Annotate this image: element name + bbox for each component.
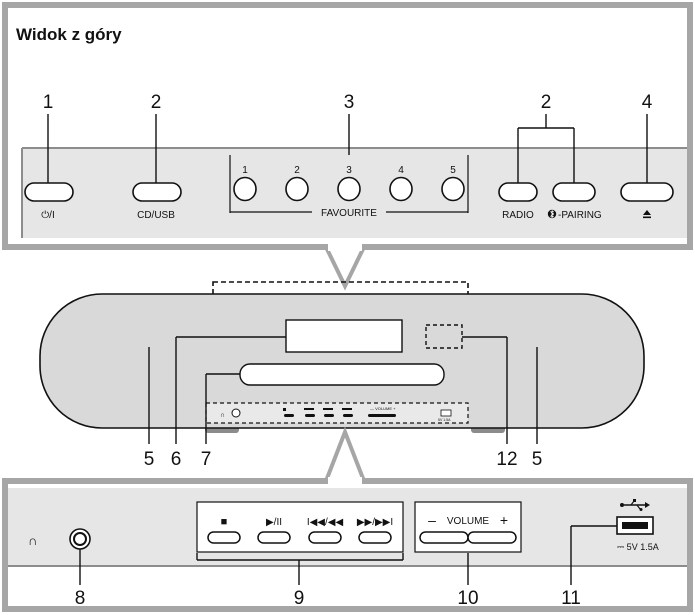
mini-buttons [283,408,396,417]
mini-prev-icon [323,408,333,410]
mini-volume-label: — VOLUME + [370,406,396,411]
volume-plus-sign: + [500,512,508,528]
disc-slot [239,363,445,386]
favourite-bracket [229,155,469,213]
display-window [285,319,403,353]
callout-10: 10 [457,588,478,609]
previous-icon: I◀◀/◀◀ [307,517,344,528]
favourite-button-1[interactable] [233,176,257,202]
callout-1: 1 [43,92,54,113]
mini-headphone-jack [231,408,241,418]
callout-6: 6 [171,449,182,470]
callout-2-cd: 2 [151,92,162,113]
next-icon: ▶▶/▶▶I [357,517,393,528]
mini-next-button [343,414,353,417]
stop-button[interactable] [207,531,241,544]
zoom-pointer-top-join [328,241,362,251]
callout-5-right: 5 [532,449,543,470]
callout-5-left: 5 [144,449,155,470]
mini-headphone-icon: ∩ [220,412,225,419]
next-button[interactable] [358,531,392,544]
callout-8: 8 [75,588,86,609]
fav-number-4: 4 [398,165,404,176]
mini-play-button [305,414,315,417]
power-label: ⏻/I [41,210,54,221]
mini-prev-button [324,414,334,417]
top-view-panel: Widok z góry 1 2 3 2 4 ⏻/I CD/USB 1 2 [2,2,693,291]
cd-usb-label: CD/USB [137,210,175,221]
zoom-pointer-bottom [323,426,367,483]
cd-usb-button[interactable] [132,182,182,202]
headphone-icon: ∩ [28,533,37,548]
top-leader-lines [47,114,648,183]
callout-3: 3 [344,92,355,113]
favourite-button-3[interactable] [337,176,361,202]
fav-number-3: 3 [346,165,352,176]
fav-number-1: 1 [242,165,248,176]
favourite-button-4[interactable] [389,176,413,202]
favourite-label: FAVOURITE [321,208,377,219]
headphone-jack-inner [73,532,87,546]
mini-usb-rating: 5V 1.5A [438,418,451,422]
fav-number-5: 5 [450,165,456,176]
fav-number-2: 2 [294,165,300,176]
stop-icon: ■ [221,516,228,528]
usb-port-tongue [622,522,648,529]
front-controls-panel: ∩ ■ ▶/II I◀◀/◀◀ ▶▶/▶▶I – VOLUME + [2,426,693,612]
pairing-button[interactable] [552,182,596,202]
usb-rating-label: ⎓ 5V 1.5A [617,542,659,552]
remote-sensor [425,324,463,349]
play-pause-icon: ▶/II [266,517,282,528]
callout-11: 11 [561,588,581,609]
callout-12: 12 [496,449,517,470]
favourite-button-2[interactable] [285,176,309,202]
zoom-pointer-top [322,245,368,291]
mini-stop-icon [283,408,286,411]
previous-button[interactable] [308,531,342,544]
unit-body [39,293,645,429]
mini-volume-button [368,414,396,417]
callout-4: 4 [642,92,653,113]
play-pause-button[interactable] [257,531,291,544]
mini-next-icon [342,408,352,410]
volume-label: VOLUME [447,516,490,527]
eject-button[interactable] [620,182,674,202]
volume-up-button[interactable] [467,531,517,544]
bottom-leader-lines [79,525,617,585]
usb-icon [620,499,650,511]
pairing-label: -PAIRING [558,210,602,221]
bluetooth-icon [547,209,557,219]
callout-2-radio: 2 [541,92,552,113]
mini-stop-button [284,414,294,417]
power-button[interactable] [24,182,74,202]
eject-icon [643,210,651,219]
callout-7: 7 [201,449,212,470]
volume-minus-sign: – [428,512,436,528]
view-title: Widok z góry [16,25,122,44]
zoom-pointer-bottom-join [328,477,362,487]
volume-down-button[interactable] [419,531,469,544]
radio-label: RADIO [502,210,534,221]
front-view: ∩ — VOLUME + 5V 1.5A 5 6 [39,281,645,470]
callout-9: 9 [294,588,305,609]
front-leader-lines [148,336,538,444]
front-control-strip [205,402,469,424]
mini-play-icon [304,408,314,410]
mini-usb-port [440,409,452,417]
radio-button[interactable] [498,182,538,202]
favourite-button-5[interactable] [441,176,465,202]
